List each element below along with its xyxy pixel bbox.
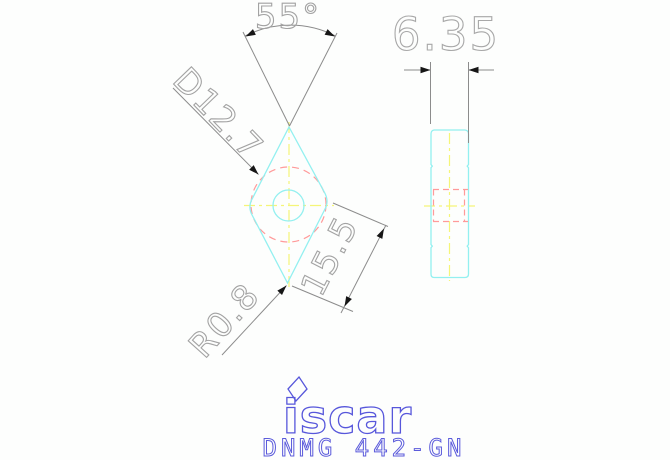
radius-leader [221,285,287,356]
arrowhead [468,66,479,74]
diameter-leader [172,87,259,175]
arrowhead [324,29,335,37]
thickness-dimension: 6.35 [391,7,500,143]
arrowhead [344,296,352,307]
arrowhead [420,66,431,74]
part-number: DNMG 442-GN [263,434,466,460]
diameter-dimension: D12.7 [164,60,272,175]
center-hole [272,189,305,222]
edge-length-value: 15.5 [293,210,367,303]
insert-outline [249,125,328,285]
angle-arc [244,24,336,37]
extension-line [332,202,389,227]
brand-name: iscar [283,390,412,444]
inscribed-circle [250,166,327,243]
angle-dimension: 55° [242,0,338,127]
side-view [424,129,475,281]
arrowhead [376,228,384,239]
angle-leg-left [242,31,290,127]
thickness-value: 6.35 [392,8,500,61]
angle-leg-right [289,32,338,127]
arrowhead [249,165,259,175]
edge-length-dimension: 15.5 [291,202,389,314]
diameter-value: D12.7 [165,60,271,168]
radius-dimension: R0.8 [181,275,287,366]
arrowhead [245,29,256,37]
arrowhead [277,285,287,295]
angle-value: 55° [255,0,321,37]
brand-logo: iscar [282,375,412,445]
logo-diamond-icon [287,375,308,403]
front-view [244,122,334,288]
extension-line [291,285,354,312]
